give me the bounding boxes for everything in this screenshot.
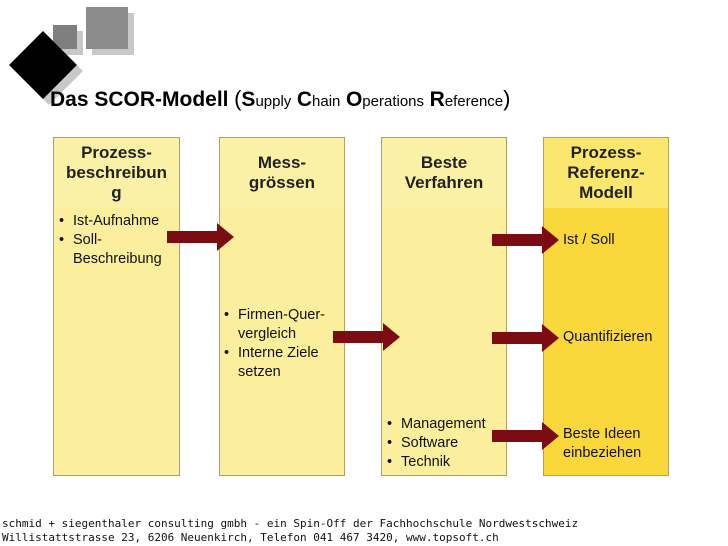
heading-line: Mess- [257, 153, 307, 172]
title-word: perations [362, 93, 425, 110]
heading-line: grössen [248, 173, 316, 192]
title-letter: S [241, 88, 256, 111]
title-word: hain [312, 93, 341, 110]
title-word: upply [255, 93, 292, 110]
column-prozess-referenz-modell: Prozess- Referenz- Modell Ist / Soll Qua… [543, 137, 669, 476]
footer-line-address: Willistattstrasse 23, 6206 Neuenkirch, T… [2, 531, 499, 544]
result-ist-soll: Ist / Soll [563, 232, 615, 248]
arrow-right-icon [492, 324, 559, 352]
title-letter: R [429, 88, 445, 111]
heading-line: Referenz- [567, 163, 645, 182]
heading-line: Prozess- [570, 143, 642, 162]
arrow-right-icon [492, 422, 559, 450]
bullet-list: Firmen-Quer-vergleich Interne Zielesetze… [224, 306, 325, 382]
column-heading: Prozess- beschreibun g [54, 138, 179, 209]
column-heading: Prozess- Referenz- Modell [544, 138, 668, 209]
title-letter: C [296, 88, 313, 111]
column-messgroessen: Mess- grössen Firmen-Quer-vergleich Inte… [219, 137, 345, 476]
heading-line: Prozess- [81, 143, 152, 162]
bullet-list: Ist-Aufnahme Soll-Beschreibung [59, 212, 162, 269]
arrow-right-icon [167, 223, 234, 251]
list-item: Technik [387, 453, 486, 472]
column-heading: Mess- grössen [220, 138, 344, 209]
list-item: Ist-Aufnahme [59, 212, 162, 231]
list-item: Software [387, 434, 486, 453]
column-beste-verfahren: Beste Verfahren Management Software Tech… [381, 137, 507, 476]
column-body: Management Software Technik [382, 208, 506, 475]
slide-title: Das SCOR-Modell (Supply Chain Operations… [50, 86, 510, 112]
title-paren: ) [503, 86, 511, 111]
footer-line-company: schmid + siegenthaler consulting gmbh - … [2, 517, 579, 530]
column-heading: Beste Verfahren [382, 138, 506, 209]
result-quantifizieren: Quantifizieren [563, 329, 653, 345]
column-prozessbeschreibung: Prozess- beschreibun g Ist-Aufnahme Soll… [53, 137, 180, 476]
list-item: Soll-Beschreibung [59, 231, 162, 269]
list-item: Management [387, 415, 486, 434]
title-letter: O [345, 88, 363, 111]
title-paren: ( [234, 86, 242, 111]
arrow-right-icon [492, 226, 559, 254]
list-item: Firmen-Quer-vergleich [224, 306, 325, 344]
logo-square-gray-large [86, 7, 128, 49]
title-main: Das SCOR-Modell [50, 88, 229, 111]
column-body: Firmen-Quer-vergleich Interne Zielesetze… [220, 208, 344, 475]
heading-line: g [111, 183, 122, 202]
bullet-list: Management Software Technik [387, 415, 486, 472]
heading-line: Verfahren [404, 173, 484, 192]
arrow-right-icon [333, 323, 400, 351]
column-body: Ist-Aufnahme Soll-Beschreibung [54, 208, 179, 475]
title-word: eference [444, 93, 504, 110]
heading-line: Beste [420, 153, 468, 172]
heading-line: Modell [579, 183, 633, 202]
heading-line: beschreibun [65, 163, 168, 182]
